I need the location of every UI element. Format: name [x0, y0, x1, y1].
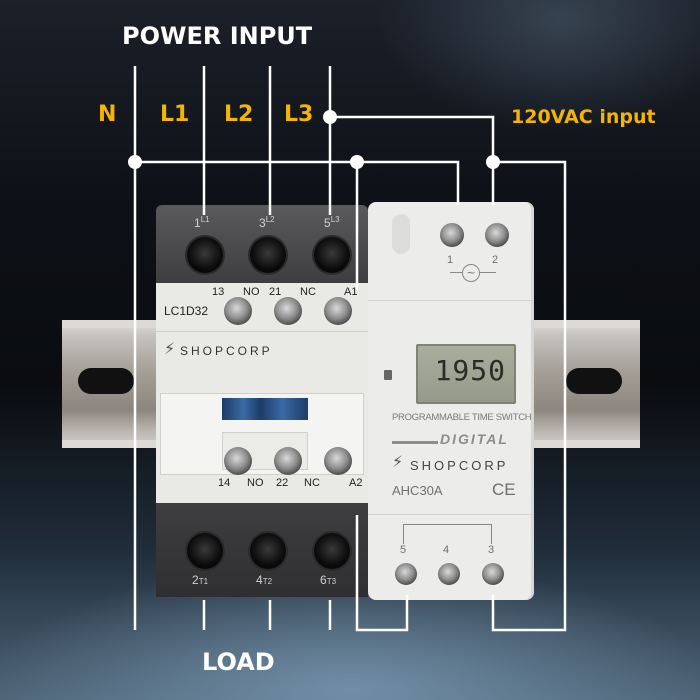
bolt-logo-icon: ⚡ [164, 339, 176, 358]
contactor: 1L1 3L2 5L3 13 NO 21 NC A1 LC1D32 ⚡ SHOP… [156, 205, 368, 597]
contactor-brand: SHOPCORP [180, 344, 273, 358]
aux-screw-22[interactable] [274, 447, 302, 475]
aux-label-22: 22 [276, 477, 289, 489]
wire-timer-2-to-3 [491, 160, 567, 632]
timer-brand: SHOPCORP [410, 458, 509, 473]
timer-clip-slot [392, 214, 410, 254]
din-rail-slot-left [78, 368, 134, 394]
contactor-line-terminal-block: 1L1 3L2 5L3 [156, 205, 368, 283]
terminal-label-2-t1: 2T1 [192, 573, 209, 587]
aux-label-no-bottom: NO [247, 477, 264, 489]
terminal-label-3-l2: 3L2 [259, 215, 275, 230]
ce-mark: CE [492, 480, 516, 499]
terminal-label-6-t3: 6T3 [320, 573, 337, 587]
lcd-display: 1950 [416, 344, 516, 404]
label-l3: L3 [284, 102, 314, 127]
contact-indicator-window [222, 398, 308, 420]
terminal-label-5-l3: 5L3 [324, 215, 340, 230]
junction-dot-timer [486, 155, 500, 169]
wire-l3-to-timer-2 [330, 115, 495, 205]
timer-model: AHC30A [392, 483, 443, 498]
din-rail-slot-right [566, 368, 622, 394]
lcd-time: 1950 [434, 354, 506, 387]
contactor-model: LC1D32 [164, 304, 209, 318]
relay-symbol-leg-3 [491, 524, 492, 544]
terminal-screw-t2[interactable] [250, 533, 286, 569]
aux-label-nc-top: NC [300, 286, 316, 298]
relay-terminal-label-4: 4 [443, 544, 450, 556]
programmable-timer: 1 2 ~ 1950 PROGRAMMABLE TIME SWITCH DIGI… [368, 202, 534, 600]
reset-button[interactable] [384, 370, 392, 380]
supply-terminal-label-1: 1 [447, 254, 454, 266]
relay-screw-5[interactable] [395, 563, 417, 585]
terminal-label-4-t2: 4T2 [256, 573, 273, 587]
wire-a2-to-timer-5 [355, 515, 409, 632]
terminal-screw-l3[interactable] [314, 237, 350, 273]
coil-screw-a1[interactable] [324, 297, 352, 325]
supply-terminal-label-2: 2 [492, 254, 499, 266]
wire-n-to-timer-1 [135, 160, 460, 205]
aux-label-14: 14 [218, 477, 231, 489]
aux-screw-14[interactable] [224, 447, 252, 475]
junction-dot-n [128, 155, 142, 169]
relay-terminal-label-5: 5 [400, 544, 407, 556]
coil-label-a2: A2 [349, 477, 363, 489]
junction-dot-l3 [323, 110, 337, 124]
divider [156, 331, 368, 332]
aux-screw-13[interactable] [224, 297, 252, 325]
terminal-label-1-l1: 1L1 [194, 215, 210, 230]
aux-screw-21[interactable] [274, 297, 302, 325]
relay-terminal-label-3: 3 [488, 544, 495, 556]
divider [368, 300, 534, 301]
digital-underline [392, 441, 438, 444]
coil-label-a1: A1 [344, 286, 358, 298]
terminal-screw-l1[interactable] [187, 237, 223, 273]
ac-supply-icon: ~ [462, 264, 480, 282]
aux-label-21: 21 [269, 286, 282, 298]
timer-input-label: 120VAC input [511, 106, 656, 128]
relay-symbol-line [403, 524, 491, 525]
digital-text: DIGITAL [440, 431, 509, 447]
label-l1: L1 [160, 102, 190, 127]
product-line-text: PROGRAMMABLE TIME SWITCH [392, 412, 532, 423]
aux-label-nc-bottom: NC [304, 477, 320, 489]
contactor-body: 13 NO 21 NC A1 LC1D32 ⚡ SHOPCORP 14 NO 2… [156, 283, 368, 503]
relay-symbol-leg-5 [403, 524, 404, 544]
power-input-title: POWER INPUT [122, 22, 313, 50]
junction-dot-a1 [350, 155, 364, 169]
aux-label-13: 13 [212, 286, 225, 298]
load-label: LOAD [202, 648, 275, 676]
divider [368, 514, 534, 515]
relay-screw-4[interactable] [438, 563, 460, 585]
terminal-screw-t1[interactable] [187, 533, 223, 569]
label-n: N [98, 102, 117, 127]
relay-screw-3[interactable] [482, 563, 504, 585]
bolt-logo-icon: ⚡ [392, 452, 404, 471]
contactor-load-terminal-block: 2T1 4T2 6T3 [156, 503, 368, 597]
terminal-screw-l2[interactable] [250, 237, 286, 273]
label-l2: L2 [224, 102, 254, 127]
terminal-screw-t3[interactable] [314, 533, 350, 569]
supply-screw-1[interactable] [440, 223, 464, 247]
coil-screw-a2[interactable] [324, 447, 352, 475]
aux-label-no-top: NO [243, 286, 260, 298]
supply-screw-2[interactable] [485, 223, 509, 247]
